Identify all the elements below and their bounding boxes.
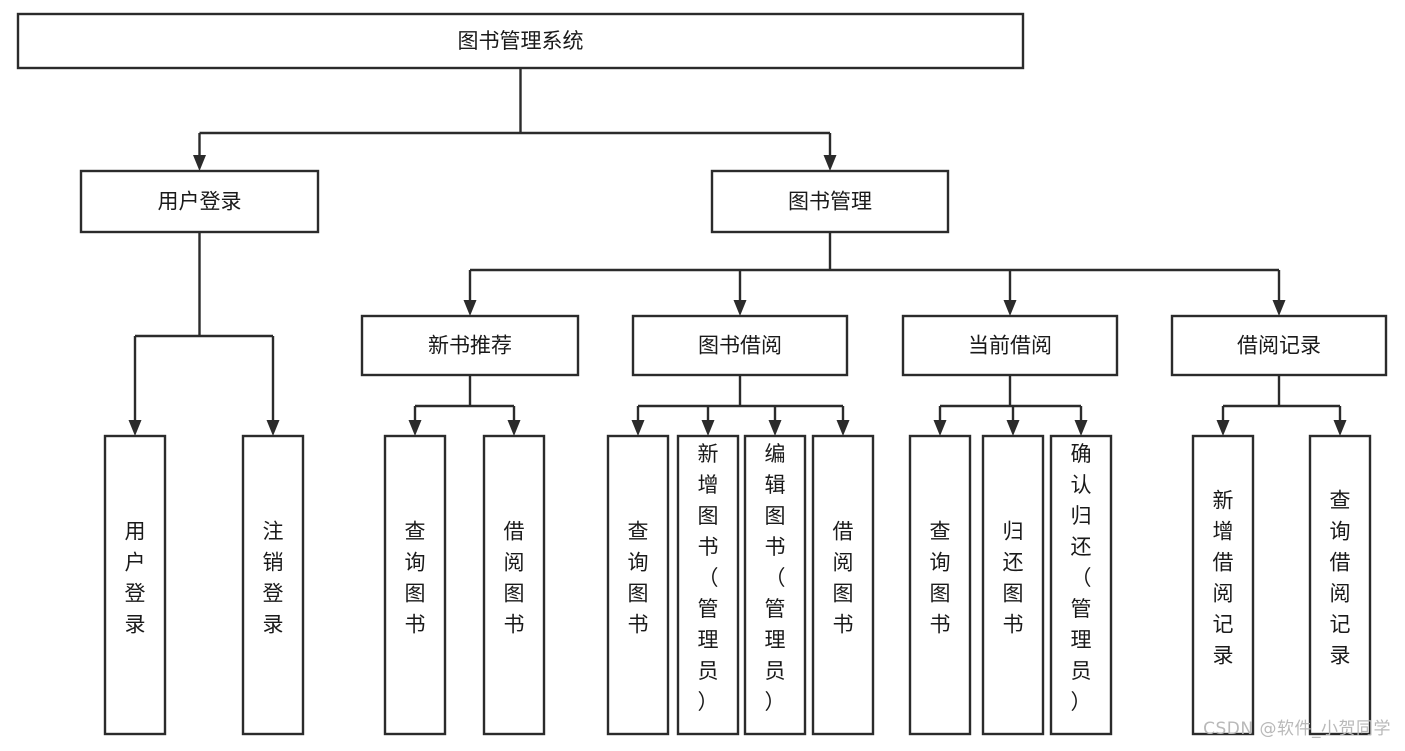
node-leaf-query-book-rec[interactable]: 查询图书 [383, 434, 447, 736]
arrow-head-icon [1216, 420, 1230, 436]
node-label-leaf-confirm-return: 确认归还（管理员） [1071, 442, 1092, 714]
arrow-head-icon [701, 420, 715, 436]
node-box-leaf-add-book [676, 434, 740, 736]
node-leaf-add-borrow-record[interactable]: 新增借阅记录 [1191, 434, 1255, 736]
node-box-book-borrow [631, 314, 849, 377]
node-box-leaf-edit-book [743, 434, 807, 736]
node-label-leaf-logout: 注销登录 [263, 520, 284, 637]
arrow-head-icon [768, 420, 782, 436]
node-leaf-query-book-borrow[interactable]: 查询图书 [606, 434, 670, 736]
node-box-leaf-borrow-book-rec [482, 434, 546, 736]
arrow-head-icon [1003, 300, 1017, 316]
node-box-leaf-query-book-current [908, 434, 972, 736]
arrow-head-icon [266, 420, 280, 436]
node-box-leaf-return-book [981, 434, 1045, 736]
node-label-new-book-recommend: 新书推荐 [428, 334, 512, 358]
node-box-book-management [710, 169, 950, 234]
node-label-book-borrow: 图书借阅 [698, 334, 782, 358]
arrow-head-icon [193, 155, 206, 171]
node-box-leaf-logout [241, 434, 305, 736]
node-label-leaf-return-book: 归还图书 [1003, 520, 1024, 637]
node-leaf-borrow-book-rec[interactable]: 借阅图书 [482, 434, 546, 736]
node-box-leaf-add-borrow-record [1191, 434, 1255, 736]
arrow-head-icon [836, 420, 850, 436]
arrow-head-icon [1006, 420, 1020, 436]
node-label-leaf-edit-book: 编辑图书（管理员） [765, 442, 786, 714]
arrow-head-icon [933, 420, 947, 436]
arrow-head-icon [408, 420, 422, 436]
node-current-borrow[interactable]: 当前借阅 [901, 314, 1119, 377]
node-leaf-borrow-book[interactable]: 借阅图书 [811, 434, 875, 736]
node-label-leaf-borrow-book-rec: 借阅图书 [504, 520, 525, 637]
arrow-head-icon [1272, 300, 1286, 316]
node-user-login[interactable]: 用户登录 [79, 169, 320, 234]
arrow-head-icon [823, 155, 837, 171]
node-box-leaf-user-login [103, 434, 167, 736]
node-layer: 图书管理系统用户登录图书管理新书推荐图书借阅当前借阅借阅记录用户登录注销登录查询… [16, 12, 1388, 736]
node-label-leaf-add-book: 新增图书（管理员） [698, 442, 719, 714]
node-book-management[interactable]: 图书管理 [710, 169, 950, 234]
arrow-head-icon [1333, 420, 1347, 436]
node-leaf-return-book[interactable]: 归还图书 [981, 434, 1045, 736]
node-leaf-confirm-return[interactable]: 确认归还（管理员） [1049, 434, 1113, 736]
node-label-root: 图书管理系统 [458, 29, 584, 53]
node-box-root [16, 12, 1025, 70]
node-label-borrow-records: 借阅记录 [1237, 334, 1321, 358]
node-label-leaf-query-book-rec: 查询图书 [405, 520, 426, 637]
connector-layer [128, 68, 1347, 436]
arrow-head-icon [128, 420, 142, 436]
node-label-current-borrow: 当前借阅 [968, 334, 1052, 358]
node-box-leaf-confirm-return [1049, 434, 1113, 736]
node-box-user-login [79, 169, 320, 234]
node-borrow-records[interactable]: 借阅记录 [1170, 314, 1388, 377]
arrow-head-icon [733, 300, 747, 316]
node-box-leaf-borrow-book [811, 434, 875, 736]
node-leaf-query-borrow-record[interactable]: 查询借阅记录 [1308, 434, 1372, 736]
node-label-leaf-query-book-current: 查询图书 [930, 520, 951, 637]
node-box-new-book-recommend [360, 314, 580, 377]
node-box-leaf-query-borrow-record [1308, 434, 1372, 736]
node-leaf-user-login[interactable]: 用户登录 [103, 434, 167, 736]
node-label-leaf-query-borrow-record: 查询借阅记录 [1330, 489, 1351, 668]
node-leaf-edit-book[interactable]: 编辑图书（管理员） [743, 434, 807, 736]
node-label-book-management: 图书管理 [788, 190, 872, 214]
arrow-head-icon [1074, 420, 1088, 436]
arrow-head-icon [463, 300, 477, 316]
arrow-head-icon [631, 420, 645, 436]
node-label-leaf-user-login: 用户登录 [125, 520, 146, 637]
node-label-leaf-borrow-book: 借阅图书 [833, 520, 854, 637]
node-label-leaf-add-borrow-record: 新增借阅记录 [1213, 489, 1234, 668]
node-leaf-query-book-current[interactable]: 查询图书 [908, 434, 972, 736]
node-root[interactable]: 图书管理系统 [16, 12, 1025, 70]
arrow-head-icon [507, 420, 521, 436]
node-leaf-add-book[interactable]: 新增图书（管理员） [676, 434, 740, 736]
node-box-current-borrow [901, 314, 1119, 377]
node-leaf-logout[interactable]: 注销登录 [241, 434, 305, 736]
node-box-borrow-records [1170, 314, 1388, 377]
node-new-book-recommend[interactable]: 新书推荐 [360, 314, 580, 377]
node-label-user-login: 用户登录 [158, 190, 242, 214]
node-label-leaf-query-book-borrow: 查询图书 [628, 520, 649, 637]
node-box-leaf-query-book-rec [383, 434, 447, 736]
node-book-borrow[interactable]: 图书借阅 [631, 314, 849, 377]
node-box-leaf-query-book-borrow [606, 434, 670, 736]
